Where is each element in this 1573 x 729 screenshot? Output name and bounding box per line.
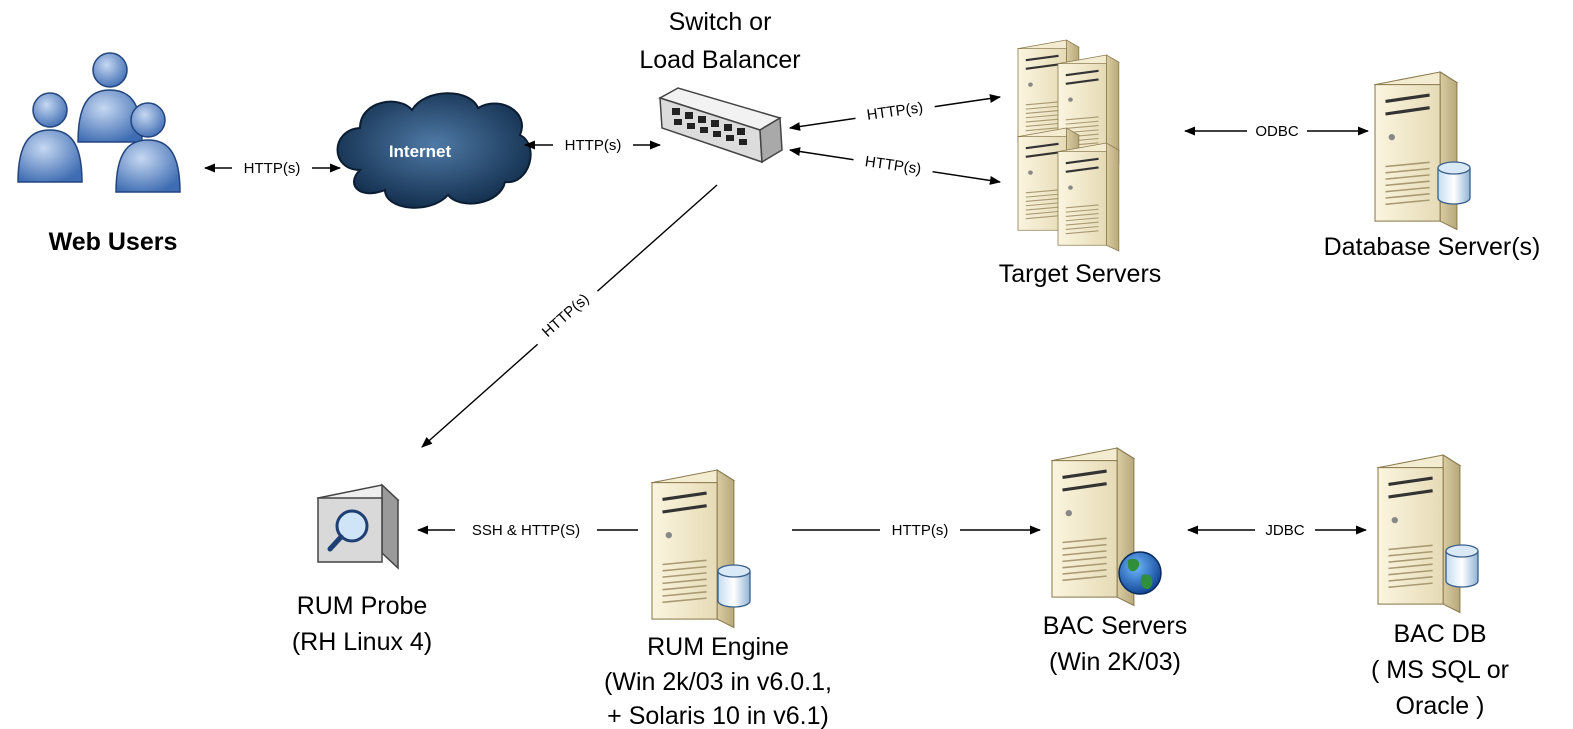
database-cylinder-icon <box>717 564 751 608</box>
internet-node: Internet <box>336 92 532 209</box>
bac-servers-label-line1: BAC Servers <box>1043 612 1187 640</box>
internet-label: Internet <box>389 142 452 161</box>
target-servers-node: Target Servers <box>999 38 1162 288</box>
bac-db-label-line2: ( MS SQL or <box>1371 656 1509 684</box>
users-group-icon <box>17 52 181 193</box>
database-server-node: Database Server(s) <box>1324 70 1541 261</box>
rum-probe-label-line1: RUM Probe <box>297 592 428 620</box>
edge-label-engine-bac: HTTP(s) <box>892 522 949 539</box>
switch-node: Switch or Load Balancer <box>639 8 801 164</box>
switch-label-line2: Load Balancer <box>639 46 800 74</box>
magnifier-probe-icon <box>316 483 400 570</box>
web-users-label: Web Users <box>49 228 178 256</box>
rum-engine-label-line3: + Solaris 10 in v6.1) <box>607 702 829 729</box>
rum-engine-label-line2: (Win 2k/03 in v6.0.1, <box>604 668 832 696</box>
bac-db-label-line1: BAC DB <box>1393 620 1486 648</box>
database-cylinder-icon <box>1437 161 1471 205</box>
edge-label-users-internet: HTTP(s) <box>244 160 301 177</box>
edge-label-bac-db: JDBC <box>1265 522 1304 539</box>
bac-servers-label-line2: (Win 2K/03) <box>1049 648 1181 676</box>
edge-label-target-database: ODBC <box>1255 123 1299 140</box>
rum-probe-node: RUM Probe (RH Linux 4) <box>292 483 432 656</box>
switch-label-line1: Switch or <box>669 8 772 36</box>
target-servers-label: Target Servers <box>999 260 1162 288</box>
tower-server-icon <box>1373 70 1459 232</box>
edge-label-internet-switch: HTTP(s) <box>565 137 622 154</box>
rum-engine-node: RUM Engine (Win 2k/03 in v6.0.1, + Solar… <box>604 468 832 729</box>
bac-servers-node: BAC Servers (Win 2K/03) <box>1043 446 1187 676</box>
bac-db-label-line3: Oracle ) <box>1396 692 1485 720</box>
tower-server-icon <box>1016 38 1121 253</box>
web-users-node: Web Users <box>17 52 181 256</box>
database-server-label: Database Server(s) <box>1324 233 1541 261</box>
globe-icon <box>1118 551 1162 595</box>
bac-db-node: BAC DB ( MS SQL or Oracle ) <box>1371 453 1509 720</box>
edge-label-engine-probe: SSH & HTTP(S) <box>472 522 580 539</box>
database-cylinder-icon <box>1445 544 1479 588</box>
rum-probe-label-line2: (RH Linux 4) <box>292 628 432 656</box>
cloud-icon <box>336 92 532 209</box>
rum-engine-label-line1: RUM Engine <box>647 633 789 661</box>
edge-label-switch-probe: HTTP(s) <box>539 290 593 340</box>
network-switch-icon <box>658 87 783 164</box>
tower-server-icon <box>1376 453 1462 615</box>
